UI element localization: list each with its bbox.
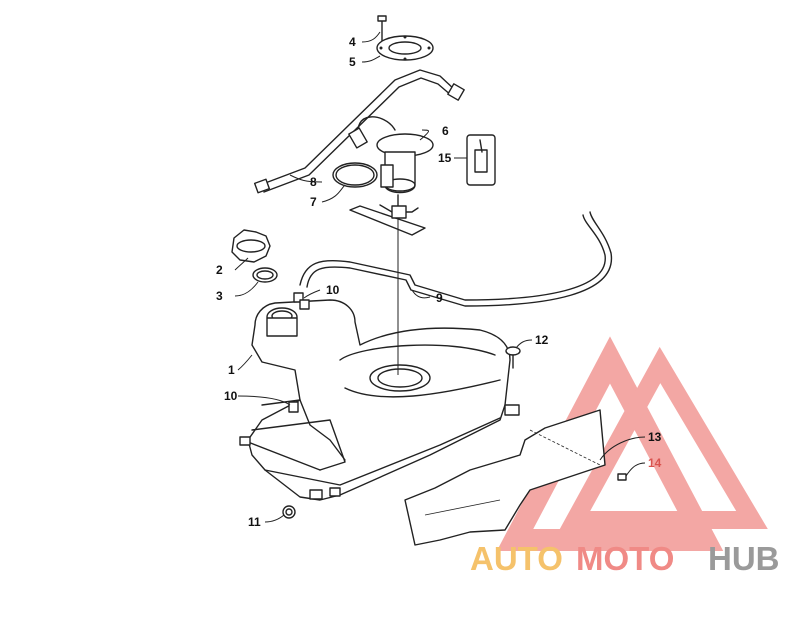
- callout-8: 8: [310, 175, 317, 189]
- callout-4: 4: [349, 35, 356, 49]
- watermark-auto: AUTO: [470, 540, 563, 577]
- connector-part-15: [466, 134, 496, 186]
- push-rivet-part-12: [505, 346, 521, 369]
- callout-9: 9: [436, 291, 443, 305]
- callout-14: 14: [648, 456, 662, 470]
- clip-part-10-lower: [288, 401, 299, 413]
- screw-part-4: [377, 15, 387, 45]
- callout-5: 5: [349, 55, 356, 69]
- grommet-part-11: [282, 505, 296, 519]
- o-ring-part-7: [332, 162, 378, 188]
- vent-hose-part-9: [299, 211, 613, 307]
- watermark-text: AUTO MOTO HUB: [470, 540, 780, 577]
- callout-6: 6: [442, 124, 449, 138]
- callout-10-upper: 10: [326, 283, 340, 297]
- callout-7: 7: [310, 195, 317, 209]
- callout-15: 15: [438, 151, 452, 165]
- watermark-hub: HUB: [708, 540, 780, 577]
- ring-plate-part-5: [376, 35, 434, 61]
- clip-part-10-upper: [293, 292, 310, 310]
- callout-11: 11: [248, 515, 261, 529]
- callout-10-lower: 10: [224, 389, 238, 403]
- callout-labels: 4 5 6 15 7 8 9 2 3 10 10 1 11 12 13 14: [216, 35, 662, 529]
- callout-12: 12: [535, 333, 549, 347]
- callout-1: 1: [228, 363, 235, 377]
- heat-shield-part-13: [404, 409, 606, 546]
- screw-part-14: [617, 473, 627, 481]
- seal-ring-part-3: [252, 267, 278, 283]
- leader-lines: [234, 31, 646, 523]
- watermark-moto: MOTO: [576, 540, 674, 577]
- fuel-tank-part-1: [239, 299, 520, 501]
- fuel-cap-part-2: [231, 229, 271, 263]
- fuel-hose-part-8: [253, 69, 465, 194]
- callout-13: 13: [648, 430, 662, 444]
- callout-3: 3: [216, 289, 223, 303]
- callout-2: 2: [216, 263, 223, 277]
- fuel-pump-part-6: [348, 116, 434, 236]
